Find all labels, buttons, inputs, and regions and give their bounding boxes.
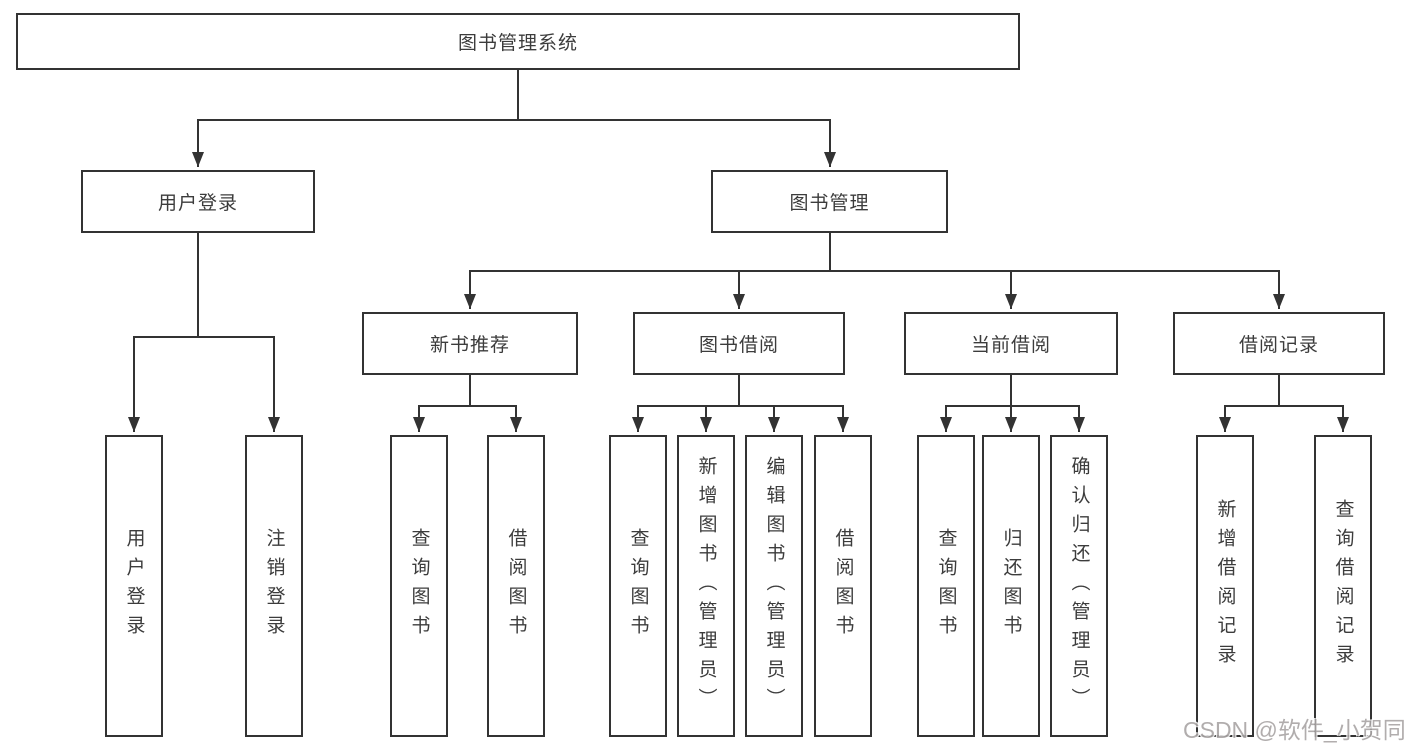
leaf-confirm-return-admin-label: 确认归还（管理员） [1068,455,1090,717]
leaf-user-login: 用户登录 [105,435,163,737]
node-current-borrow-label: 当前借阅 [970,335,1051,356]
leaf-recommend-query-book-label: 查询图书 [408,528,430,644]
leaf-recommend-borrow-book-label: 借阅图书 [505,528,527,644]
node-book-management: 图书管理 [711,170,948,233]
leaf-borrow-book: 借阅图书 [814,435,872,737]
leaf-logout: 注销登录 [245,435,303,737]
leaf-user-login-label: 用户登录 [123,528,145,644]
node-borrow-records-label: 借阅记录 [1238,335,1319,356]
node-new-book-recommend: 新书推荐 [362,312,578,375]
leaf-edit-book-admin: 编辑图书（管理员） [745,435,803,737]
leaf-current-query-book: 查询图书 [917,435,975,737]
node-borrow-records: 借阅记录 [1173,312,1385,375]
csdn-watermark: CSDN @软件_小贺同学 [1183,717,1405,743]
leaf-add-borrow-record-label: 新增借阅记录 [1214,499,1236,673]
leaf-borrow-book-label: 借阅图书 [832,528,854,644]
leaf-add-borrow-record: 新增借阅记录 [1196,435,1254,737]
node-book-management-label: 图书管理 [789,193,870,214]
node-current-borrow: 当前借阅 [904,312,1118,375]
node-book-borrow-label: 图书借阅 [698,335,779,356]
leaf-logout-label: 注销登录 [263,528,285,644]
leaf-return-book-label: 归还图书 [1000,528,1022,644]
node-book-borrow: 图书借阅 [633,312,845,375]
leaf-return-book: 归还图书 [982,435,1040,737]
leaf-add-book-admin: 新增图书（管理员） [677,435,735,737]
leaf-current-query-book-label: 查询图书 [935,528,957,644]
leaf-confirm-return-admin: 确认归还（管理员） [1050,435,1108,737]
node-user-login: 用户登录 [81,170,315,233]
leaf-borrow-query-book-label: 查询图书 [627,528,649,644]
leaf-recommend-borrow-book: 借阅图书 [487,435,545,737]
leaf-add-book-admin-label: 新增图书（管理员） [695,455,717,717]
node-user-login-label: 用户登录 [157,193,238,214]
leaf-borrow-query-book: 查询图书 [609,435,667,737]
node-new-book-recommend-label: 新书推荐 [429,335,510,356]
node-root-library-system: 图书管理系统 [16,13,1020,70]
leaf-query-borrow-record: 查询借阅记录 [1314,435,1372,737]
leaf-query-borrow-record-label: 查询借阅记录 [1332,499,1354,673]
node-root-label: 图书管理系统 [457,33,578,54]
leaf-recommend-query-book: 查询图书 [390,435,448,737]
leaf-edit-book-admin-label: 编辑图书（管理员） [763,455,785,717]
